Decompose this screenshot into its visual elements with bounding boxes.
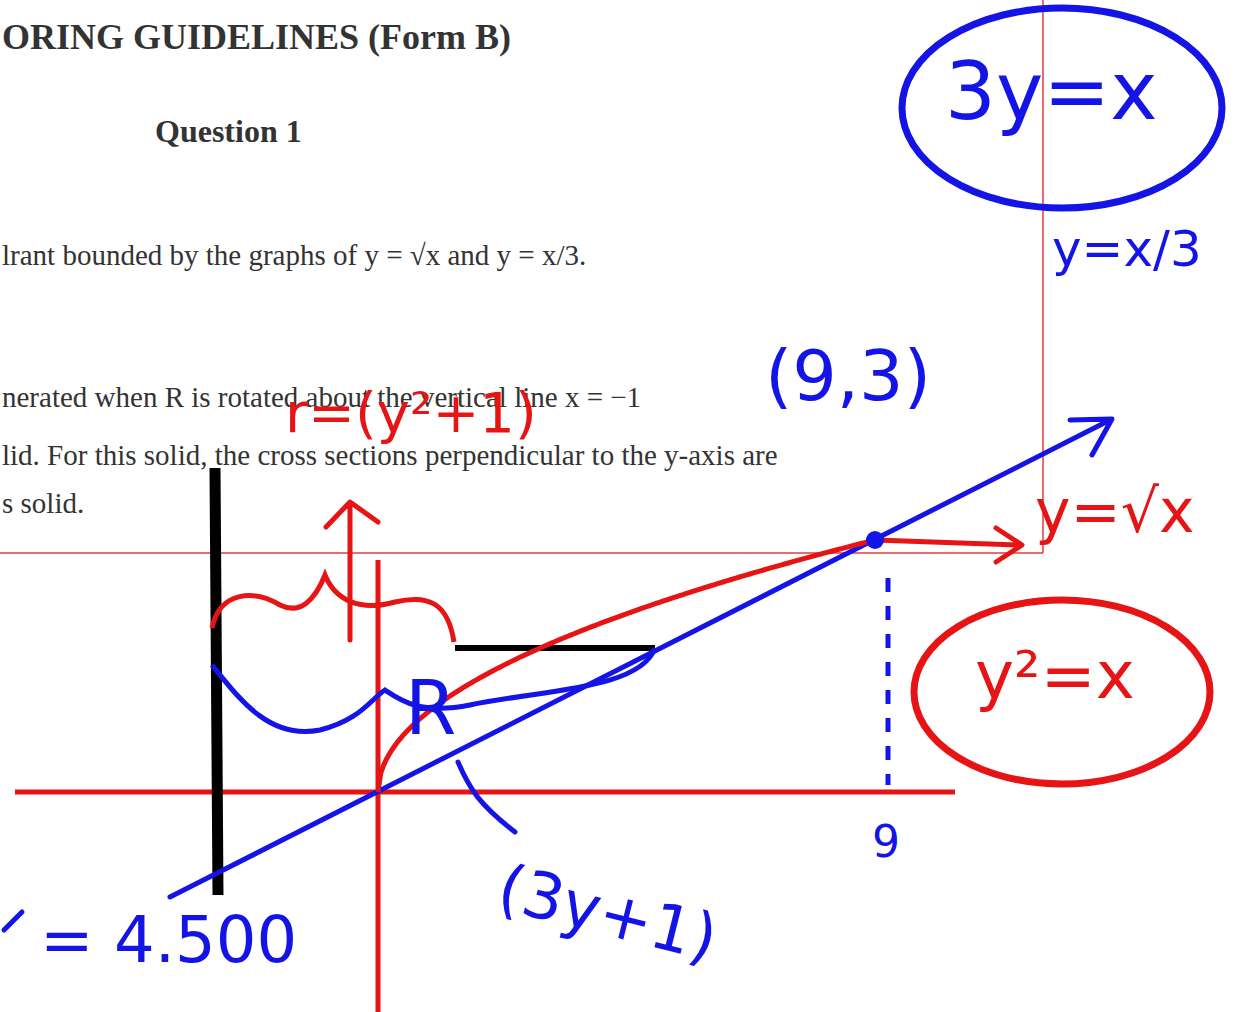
problem-text: lrant bounded by the graphs of y = √x an… <box>2 240 586 272</box>
arrow <box>326 502 378 640</box>
curve-arrow <box>875 528 1022 562</box>
rotation-axis <box>215 468 218 895</box>
handwritten-equation: y=√x <box>1035 478 1195 544</box>
problem-text: s solid. <box>2 488 84 520</box>
radius-brace <box>212 575 454 642</box>
pen-stroke <box>4 912 22 930</box>
leader-line <box>458 762 515 832</box>
circle-mark <box>902 8 1222 208</box>
radius-label: (3y+1) <box>491 852 724 974</box>
region-label: R <box>405 668 456 749</box>
point-label: (9,3) <box>765 338 931 415</box>
circle-mark <box>914 600 1210 784</box>
handwritten-equation: 3y=x <box>945 48 1158 136</box>
radius-label: r=(y²+1) <box>285 382 537 444</box>
problem-text: lid. For this solid, the cross sections … <box>2 440 778 472</box>
line-y-x-3 <box>170 419 1112 897</box>
handwritten-equation: y²=x <box>975 640 1135 713</box>
page-title: ORING GUIDELINES (Form B) <box>2 18 511 58</box>
handwritten-equation: y=x/3 <box>1052 222 1202 277</box>
intersection-dot <box>866 531 884 549</box>
page-border <box>0 552 1043 554</box>
sqrt-curve <box>378 540 875 792</box>
answer-value: = 4.500 <box>40 905 297 975</box>
question-heading: Question 1 <box>155 114 302 149</box>
tick-label: 9 <box>872 818 900 866</box>
x-axis <box>15 790 955 795</box>
slice-segment <box>455 645 655 651</box>
dashed-line <box>886 578 891 785</box>
